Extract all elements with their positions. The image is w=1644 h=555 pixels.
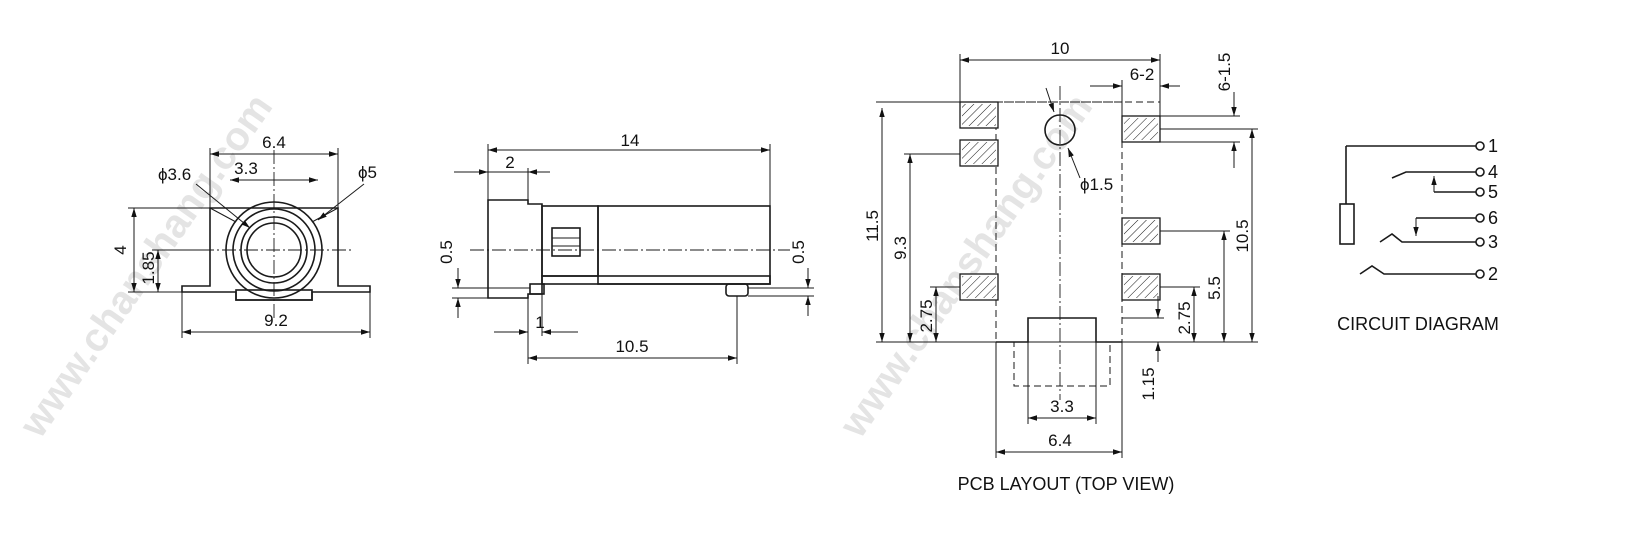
watermark-group: www.chanshang.com www.chanshang.com: [11, 86, 1101, 446]
dim-base-width: 9.2: [264, 311, 288, 330]
dim-mid-right: 5.5: [1205, 276, 1224, 300]
dim-foot: 1: [535, 313, 544, 332]
pcb-layout: ϕ1.5 10 6-2 6-1.5 11.5 9.3 2.75 10: [863, 39, 1258, 494]
dim-bore-dia: ϕ3.6: [158, 165, 191, 184]
mounting-hole: [1044, 114, 1076, 146]
circuit-diagram-title: CIRCUIT DIAGRAM: [1337, 314, 1499, 334]
terminal-3: [1475, 237, 1485, 247]
pin-label: 3: [1488, 232, 1498, 252]
terminal-4: [1475, 167, 1485, 177]
dim-pad-height: 6-1.5: [1215, 53, 1234, 92]
dim-hole-dia: ϕ1.5: [1080, 175, 1113, 194]
pin-label: 1: [1488, 136, 1498, 156]
dim-offset-right: 0.5: [789, 240, 808, 264]
sleeve-contact: [1339, 203, 1355, 245]
front-view: 6.4 3.3 ϕ3.6 ϕ5 4 1.85 9.2: [111, 133, 377, 338]
dim-length: 14: [621, 131, 640, 150]
dim-slot-width: 3.3: [1050, 397, 1074, 416]
pin-label: 5: [1488, 182, 1498, 202]
terminal-2: [1475, 269, 1485, 279]
pin-label: 2: [1488, 264, 1498, 284]
pcb-layout-title: PCB LAYOUT (TOP VIEW): [958, 474, 1175, 494]
dim-flange: 2: [505, 153, 514, 172]
dim-bottom-right: 2.75: [1175, 301, 1194, 334]
terminal-6: [1475, 213, 1485, 223]
dim-pad-width: 6-2: [1130, 65, 1155, 84]
dim-body-width: 6.4: [1048, 431, 1072, 450]
circuit-diagram: 1 4 5 6 3 2 CIRCUIT DIAGRAM: [1337, 136, 1499, 334]
dim-slot-depth: 1.15: [1139, 367, 1158, 400]
dim-offset-left: 0.5: [437, 240, 456, 264]
dim-width-top: 6.4: [262, 133, 286, 152]
side-view: 14 2 0.5 0.5 1 10.5: [437, 131, 814, 364]
dim-inner: 3.3: [234, 159, 258, 178]
terminal-5: [1475, 187, 1485, 197]
pin-label: 4: [1488, 162, 1498, 182]
dim-total-height: 11.5: [863, 210, 882, 242]
dim-pcb-width: 10: [1051, 39, 1070, 58]
dim-center-height: 1.85: [139, 251, 158, 284]
pin-label: 6: [1488, 208, 1498, 228]
dim-right-height: 10.5: [1233, 219, 1252, 252]
dim-outer-dia: ϕ5: [358, 163, 377, 182]
dim-row-height: 9.3: [891, 236, 910, 260]
dim-pitch: 10.5: [615, 337, 648, 356]
dim-height: 4: [111, 245, 130, 254]
terminal-1: [1475, 141, 1485, 151]
dim-bottom-left: 2.75: [917, 299, 936, 332]
